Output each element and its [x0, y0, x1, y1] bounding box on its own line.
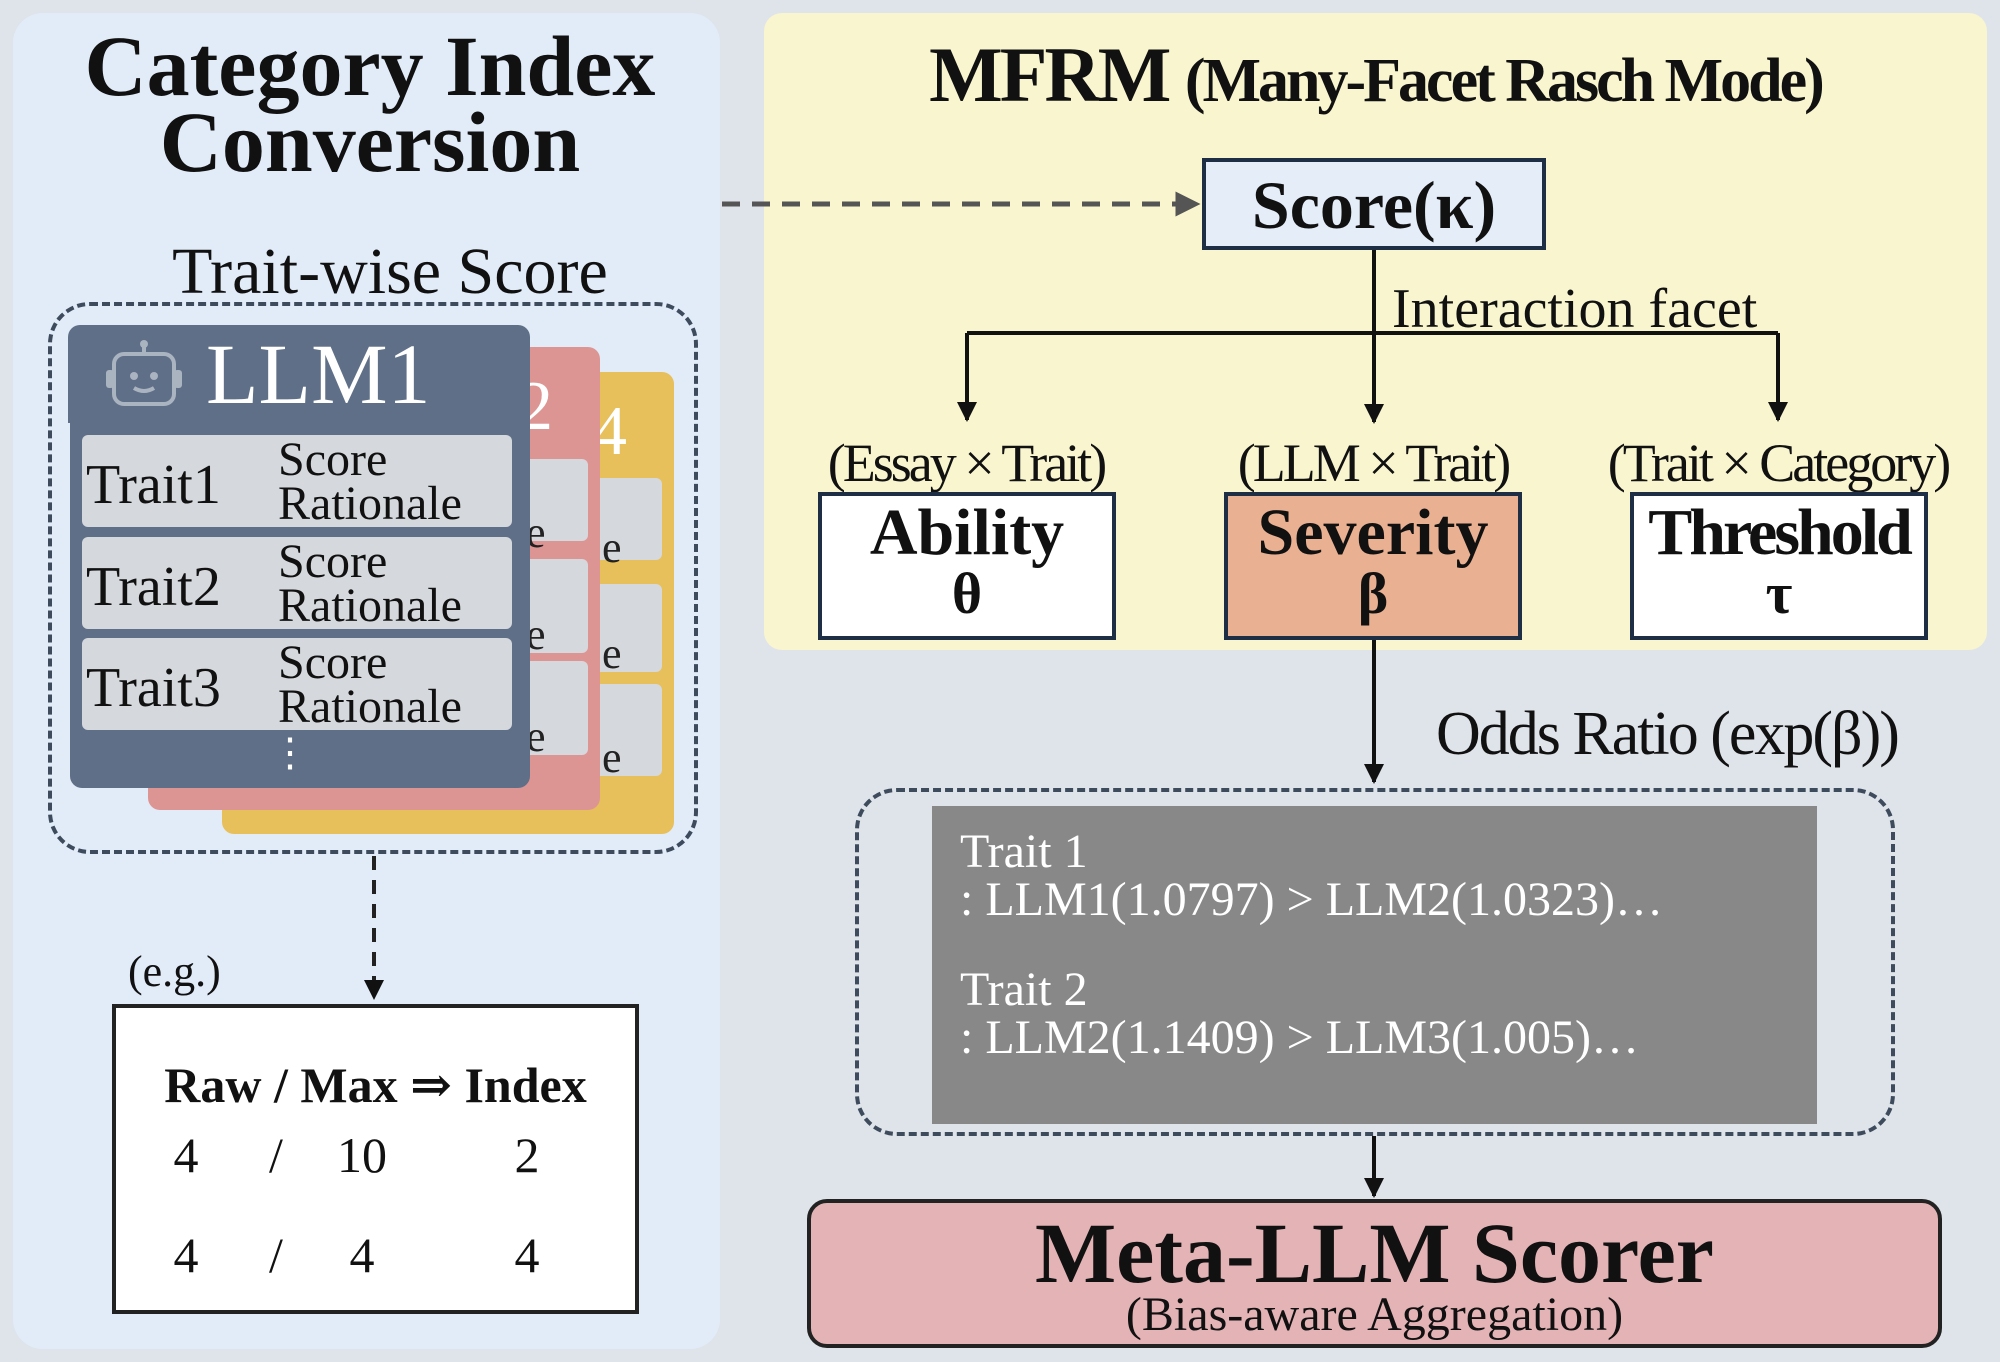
odds-trait-1-title: Trait 1 [960, 825, 1088, 878]
index-conversion-table: Raw / Max ⇒ Index 4 / 10 2 4 / 4 4 [112, 1004, 639, 1314]
threshold-label: Threshold [1648, 496, 1913, 569]
trait1-row: Trait1 Score Rationale [82, 433, 512, 530]
odds-ratio-label: Odds Ratio (exp(β)) [1436, 700, 1900, 768]
ability-facet-paren: (Essay × Trait) [827, 433, 1107, 493]
mfrm-title-main: MFRM [929, 31, 1171, 118]
odds-trait-2-line: : LLM2(1.1409) > LLM3(1.005)… [960, 1011, 1639, 1064]
mfrm-title: MFRM (Many-Facet Rasch Mode) [764, 36, 1987, 114]
mfrm-title-sub: (Many-Facet Rasch Mode) [1184, 47, 1825, 115]
title-line-2: Conversion [159, 94, 581, 190]
index-row-1-max: 10 [337, 1127, 387, 1183]
trait-wise-score-container [48, 302, 698, 854]
trait1-rationale: Rationale [278, 477, 462, 530]
index-table-header: Raw / Max ⇒ Index [164, 1057, 587, 1113]
threshold-facet-paren: (Trait × Category) [1607, 433, 1951, 493]
index-row-1-raw: 4 [173, 1127, 199, 1183]
more-traits-marker: ⋮ [270, 730, 310, 775]
beta-symbol: β [1357, 561, 1389, 626]
llm1-label: LLM1 [206, 326, 431, 422]
severity-label: Severity [1257, 496, 1489, 569]
meta-llm-scorer-title: Meta-LLM Scorer [1035, 1205, 1714, 1301]
index-row-1-sep: / [269, 1127, 283, 1183]
llm-card-2-ghost-1: e [526, 508, 546, 557]
trait3-row: Trait3 Score Rationale [82, 636, 512, 733]
meta-llm-scorer-box: Meta-LLM Scorer (Bias-aware Aggregation) [807, 1199, 1942, 1348]
index-row-2-raw: 4 [173, 1227, 199, 1283]
trait1-label: Trait1 [86, 454, 221, 516]
meta-llm-scorer-subtitle: (Bias-aware Aggregation) [1125, 1288, 1624, 1341]
severity-beta-box: Severity β [1224, 492, 1522, 640]
llm-card-4-ghost-3: e [602, 733, 622, 782]
trait3-rationale: Rationale [278, 680, 462, 733]
example-label: (e.g.) [128, 947, 221, 996]
trait3-label: Trait3 [86, 657, 221, 719]
trait1-score: Score [278, 433, 388, 486]
llm-card-4-ghost-1: e [602, 523, 622, 572]
ability-label: Ability [869, 496, 1065, 569]
index-row-2-sep: / [269, 1227, 283, 1283]
odds-ratio-panel: Trait 1 : LLM1(1.0797) > LLM2(1.0323)… T… [932, 806, 1817, 1124]
trait2-label: Trait2 [86, 556, 221, 618]
llm-card-2-ghost-3: e [526, 712, 546, 761]
trait2-rationale: Rationale [278, 579, 462, 632]
llm-card-4-ghost-2: e [602, 629, 622, 678]
severity-facet-paren: (LLM × Trait) [1237, 433, 1511, 493]
index-row-2-max: 4 [349, 1227, 375, 1283]
trait2-score: Score [278, 535, 388, 588]
robot-icon [104, 340, 184, 408]
index-row-1-index: 2 [514, 1127, 540, 1183]
trait2-row: Trait2 Score Rationale [82, 535, 512, 632]
ability-theta-box: Ability θ [818, 492, 1116, 640]
llm-card-2-ghost-2: e [526, 610, 546, 659]
odds-ratio-container [855, 788, 1895, 1136]
index-row-2-index: 4 [514, 1227, 540, 1283]
category-index-title: Category Index Conversion [40, 18, 700, 190]
score-kappa-box: Score(κ) [1202, 158, 1546, 250]
tau-symbol: τ [1765, 561, 1793, 626]
threshold-tau-box: Threshold τ [1630, 492, 1928, 640]
odds-trait-1-line: : LLM1(1.0797) > LLM2(1.0323)… [960, 873, 1663, 926]
odds-trait-2-title: Trait 2 [960, 963, 1088, 1016]
theta-symbol: θ [951, 561, 983, 626]
trait3-score: Score [278, 636, 388, 689]
trait-wise-score-label: Trait-wise Score [172, 235, 608, 308]
title-line-1: Category Index [84, 18, 656, 114]
interaction-facet-label: Interaction facet [1392, 278, 1758, 340]
